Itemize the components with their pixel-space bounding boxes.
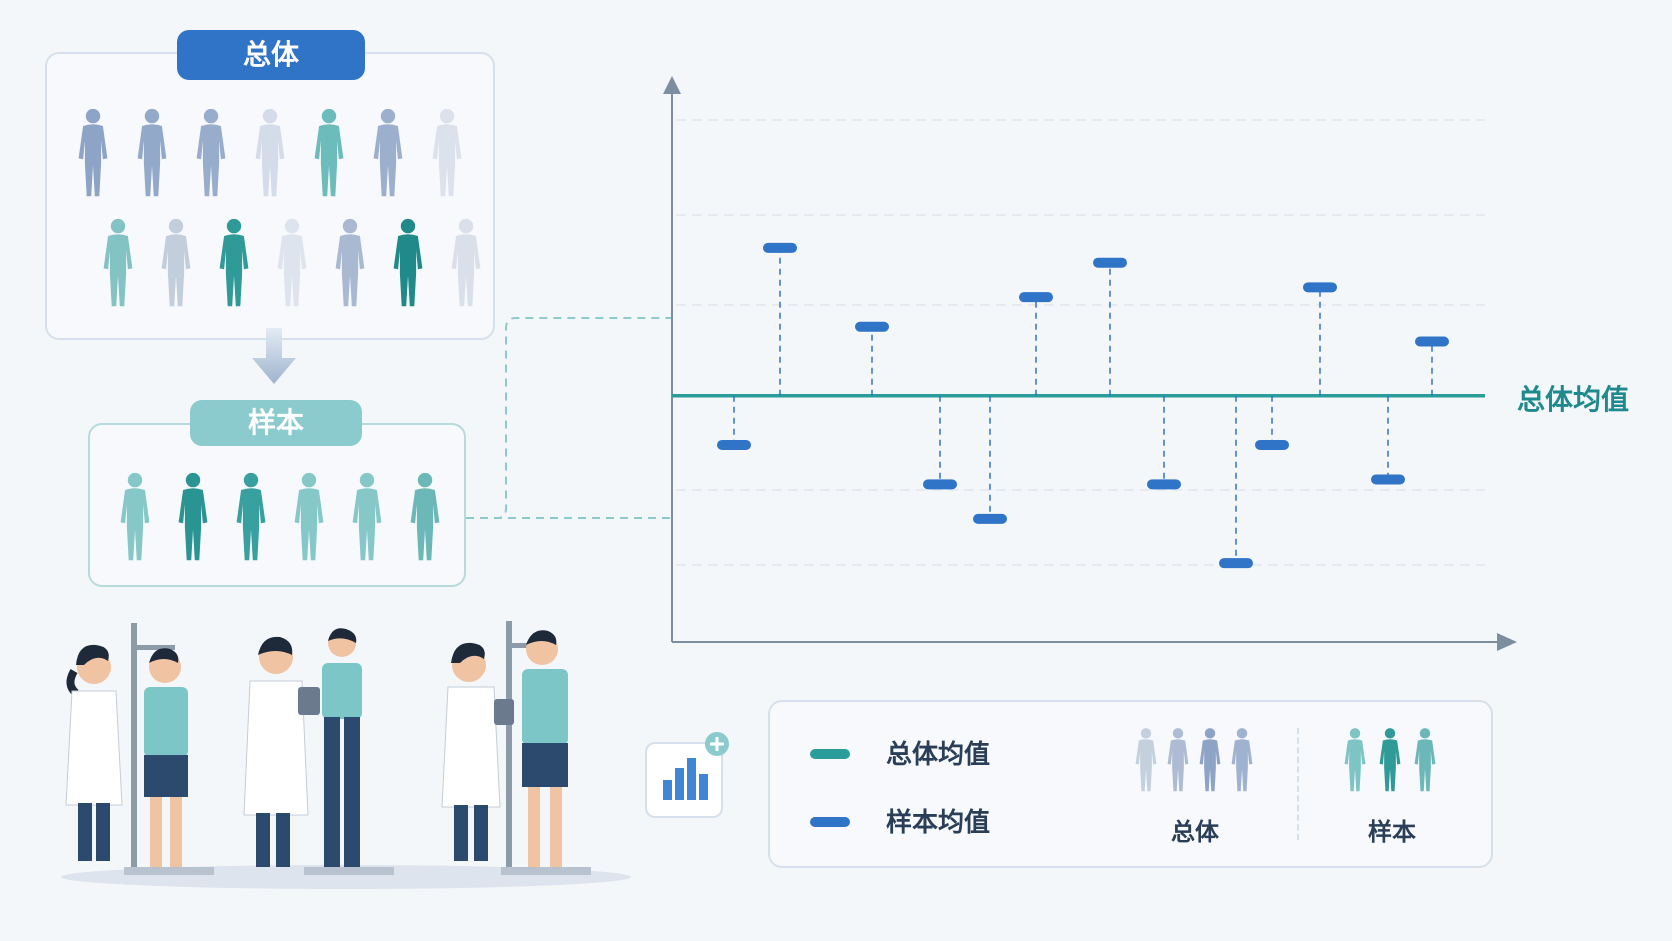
sample-person-icon	[117, 469, 153, 569]
sample-mean-marker	[1371, 474, 1405, 485]
population-person-icon	[274, 215, 310, 315]
legend-sample-mean-label: 样本均值	[886, 808, 991, 838]
sample-mean-marker	[855, 321, 889, 332]
x-axis-arrow	[1497, 633, 1517, 651]
legend-sample-person-icon	[1377, 726, 1403, 798]
legend-population-person-icon	[1229, 726, 1255, 798]
population-person-icon	[390, 215, 426, 315]
population-person-icon	[332, 215, 368, 315]
bar-chart-plus-icon[interactable]	[645, 728, 745, 820]
legend-sample-person-icon	[1412, 726, 1438, 798]
sample-person-icon	[291, 469, 327, 569]
population-person-icon	[448, 215, 484, 315]
population-person-icon	[75, 105, 111, 205]
legend-population-person-icon	[1197, 726, 1223, 798]
sample-person-icon	[175, 469, 211, 569]
sample-mean-marker	[1093, 257, 1127, 268]
population-title: 总体	[177, 30, 365, 80]
sample-mean-marker	[1255, 439, 1289, 450]
population-mean-label: 总体均值	[1517, 383, 1630, 416]
down-arrow-icon	[252, 328, 296, 384]
sample-to-chart-connector	[466, 317, 675, 519]
legend-sample-mean-swatch	[810, 817, 850, 827]
sample-mean-marker	[1147, 479, 1181, 490]
legend-panel	[768, 700, 1493, 868]
sample-mean-marker	[1415, 336, 1449, 347]
doctor-measuring-child-1	[65, 623, 214, 875]
sample-mean-marker	[923, 479, 957, 490]
legend-population-person-icon	[1133, 726, 1159, 798]
population-person-icon	[193, 105, 229, 205]
sample-mean-marker	[973, 513, 1007, 524]
doctor-with-tablet-and-child	[243, 628, 394, 875]
sample-title: 样本	[190, 400, 362, 446]
y-axis-arrow	[663, 76, 681, 94]
sample-person-icon	[407, 469, 443, 569]
doctor-measuring-child-2	[441, 621, 591, 875]
sample-person-icon	[233, 469, 269, 569]
sample-means-chart	[663, 76, 1517, 651]
sample-mean-marker	[1219, 558, 1253, 569]
sample-mean-marker	[763, 242, 797, 253]
population-person-icon	[311, 105, 347, 205]
sample-mean-marker	[717, 439, 751, 450]
population-person-icon	[429, 105, 465, 205]
population-person-icon	[100, 215, 136, 315]
measurement-illustration	[61, 621, 631, 889]
sample-person-icon	[349, 469, 385, 569]
legend-sample-person-icon	[1342, 726, 1368, 798]
legend-sample-label: 样本	[1368, 818, 1416, 846]
population-person-icon	[370, 105, 406, 205]
legend-divider	[1297, 728, 1299, 840]
sample-mean-marker	[1303, 282, 1337, 293]
legend-population-label: 总体	[1171, 818, 1219, 846]
sample-mean-marker	[1019, 292, 1053, 303]
population-person-icon	[216, 215, 252, 315]
population-person-icon	[252, 105, 288, 205]
population-person-icon	[158, 215, 194, 315]
legend-population-mean-swatch	[810, 749, 850, 759]
population-person-icon	[134, 105, 170, 205]
legend-population-person-icon	[1165, 726, 1191, 798]
legend-population-mean-label: 总体均值	[886, 740, 991, 770]
sample-panel	[88, 423, 466, 587]
